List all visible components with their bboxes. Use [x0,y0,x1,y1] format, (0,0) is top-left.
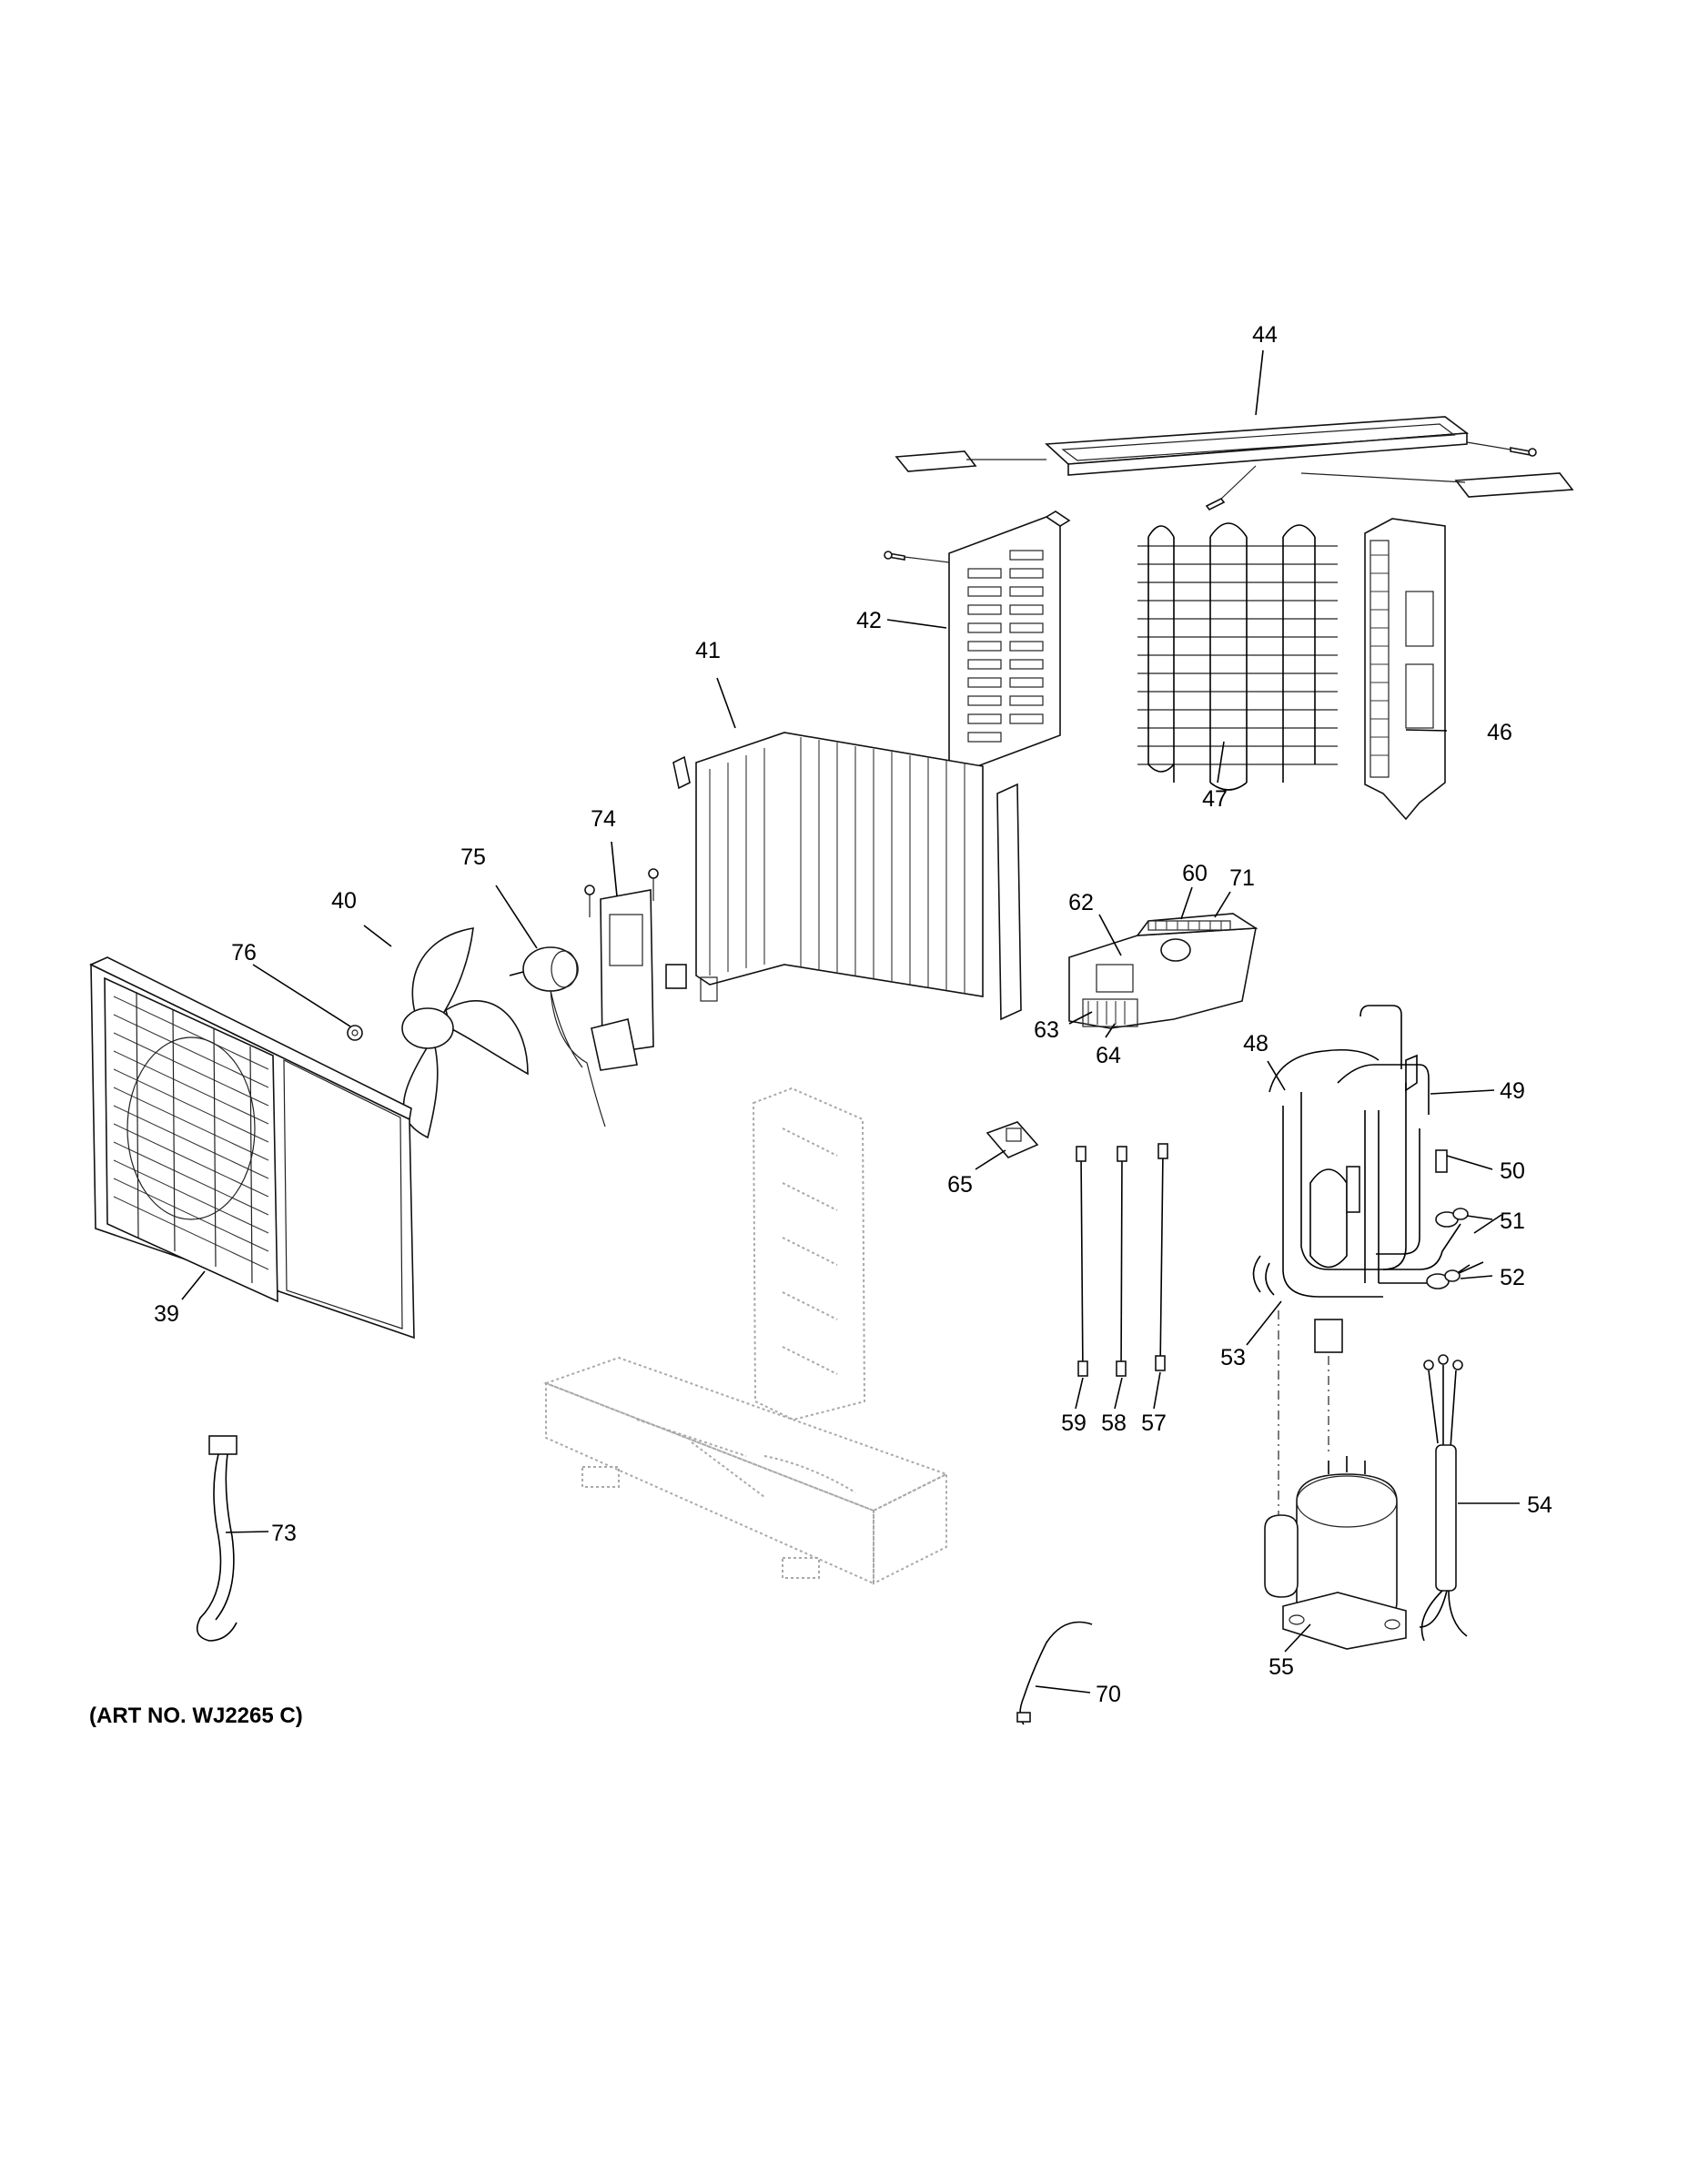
wire-73 [196,1435,238,1642]
callout-labels: 44 42 41 46 47 74 75 40 76 60 71 62 63 6… [154,322,1552,1707]
wire-70 [1016,1621,1093,1725]
callout-41: 41 [695,638,721,663]
callout-44: 44 [1252,322,1278,348]
front-grille-39 [89,956,415,1340]
leader-lines [181,349,1520,1694]
screw-icon [584,885,595,917]
callout-47: 47 [1202,786,1228,812]
callout-74: 74 [591,806,616,832]
callout-48: 48 [1243,1031,1269,1057]
callout-39: 39 [154,1301,179,1327]
motor-mount-74 [584,868,687,1071]
bracket-icon [672,755,691,790]
refrigerant-piping [1252,1005,1502,1353]
callout-59: 59 [1061,1410,1087,1436]
control-box [1068,913,1258,1029]
callout-65: 65 [947,1172,973,1198]
callout-62: 62 [1068,890,1094,915]
nut-76 [347,1025,363,1041]
callout-71: 71 [1229,865,1255,891]
side-panel-42 [884,511,1071,773]
callout-46: 46 [1487,720,1512,745]
callout-50: 50 [1500,1158,1525,1184]
callout-51: 51 [1500,1208,1525,1234]
valve-icon [1435,1208,1469,1228]
callout-49: 49 [1500,1078,1525,1104]
sensors-57-58-59 [1076,1143,1168,1377]
screw-icon [1205,497,1226,511]
callout-75: 75 [460,844,486,870]
callout-58: 58 [1101,1410,1127,1436]
fan-motor-75 [509,946,606,1127]
valve-icon [1426,1269,1461,1289]
callout-57: 57 [1141,1410,1167,1436]
callout-70: 70 [1096,1682,1121,1707]
callout-55: 55 [1269,1654,1294,1680]
condenser-rack-47 [1137,522,1338,791]
screw-icon [884,551,905,561]
bracket-icon [1405,1054,1418,1092]
condenser-coil-41 [672,732,1022,1021]
callout-63: 63 [1034,1017,1059,1043]
wire-harness-54 [1419,1354,1468,1642]
callout-64: 64 [1096,1043,1121,1068]
relay-65 [986,1121,1039,1158]
callout-54: 54 [1527,1492,1552,1518]
fan-blade-40 [401,927,529,1139]
callout-53: 53 [1220,1345,1246,1370]
art-number: (ART NO. WJ2265 C) [89,1704,303,1728]
right-panel-46 [1364,518,1446,821]
screw-icon [648,868,659,901]
compressor-55 [1264,1310,1407,1650]
callout-60: 60 [1182,861,1208,886]
callout-42: 42 [856,608,882,633]
callout-40: 40 [331,888,357,914]
base-frame-ghost [543,1087,949,1585]
screw-icon [1510,447,1537,457]
callout-52: 52 [1500,1265,1525,1290]
bracket-icon [665,964,687,989]
callout-76: 76 [231,940,257,966]
top-cover-44 [895,416,1574,511]
callout-73: 73 [271,1521,297,1546]
